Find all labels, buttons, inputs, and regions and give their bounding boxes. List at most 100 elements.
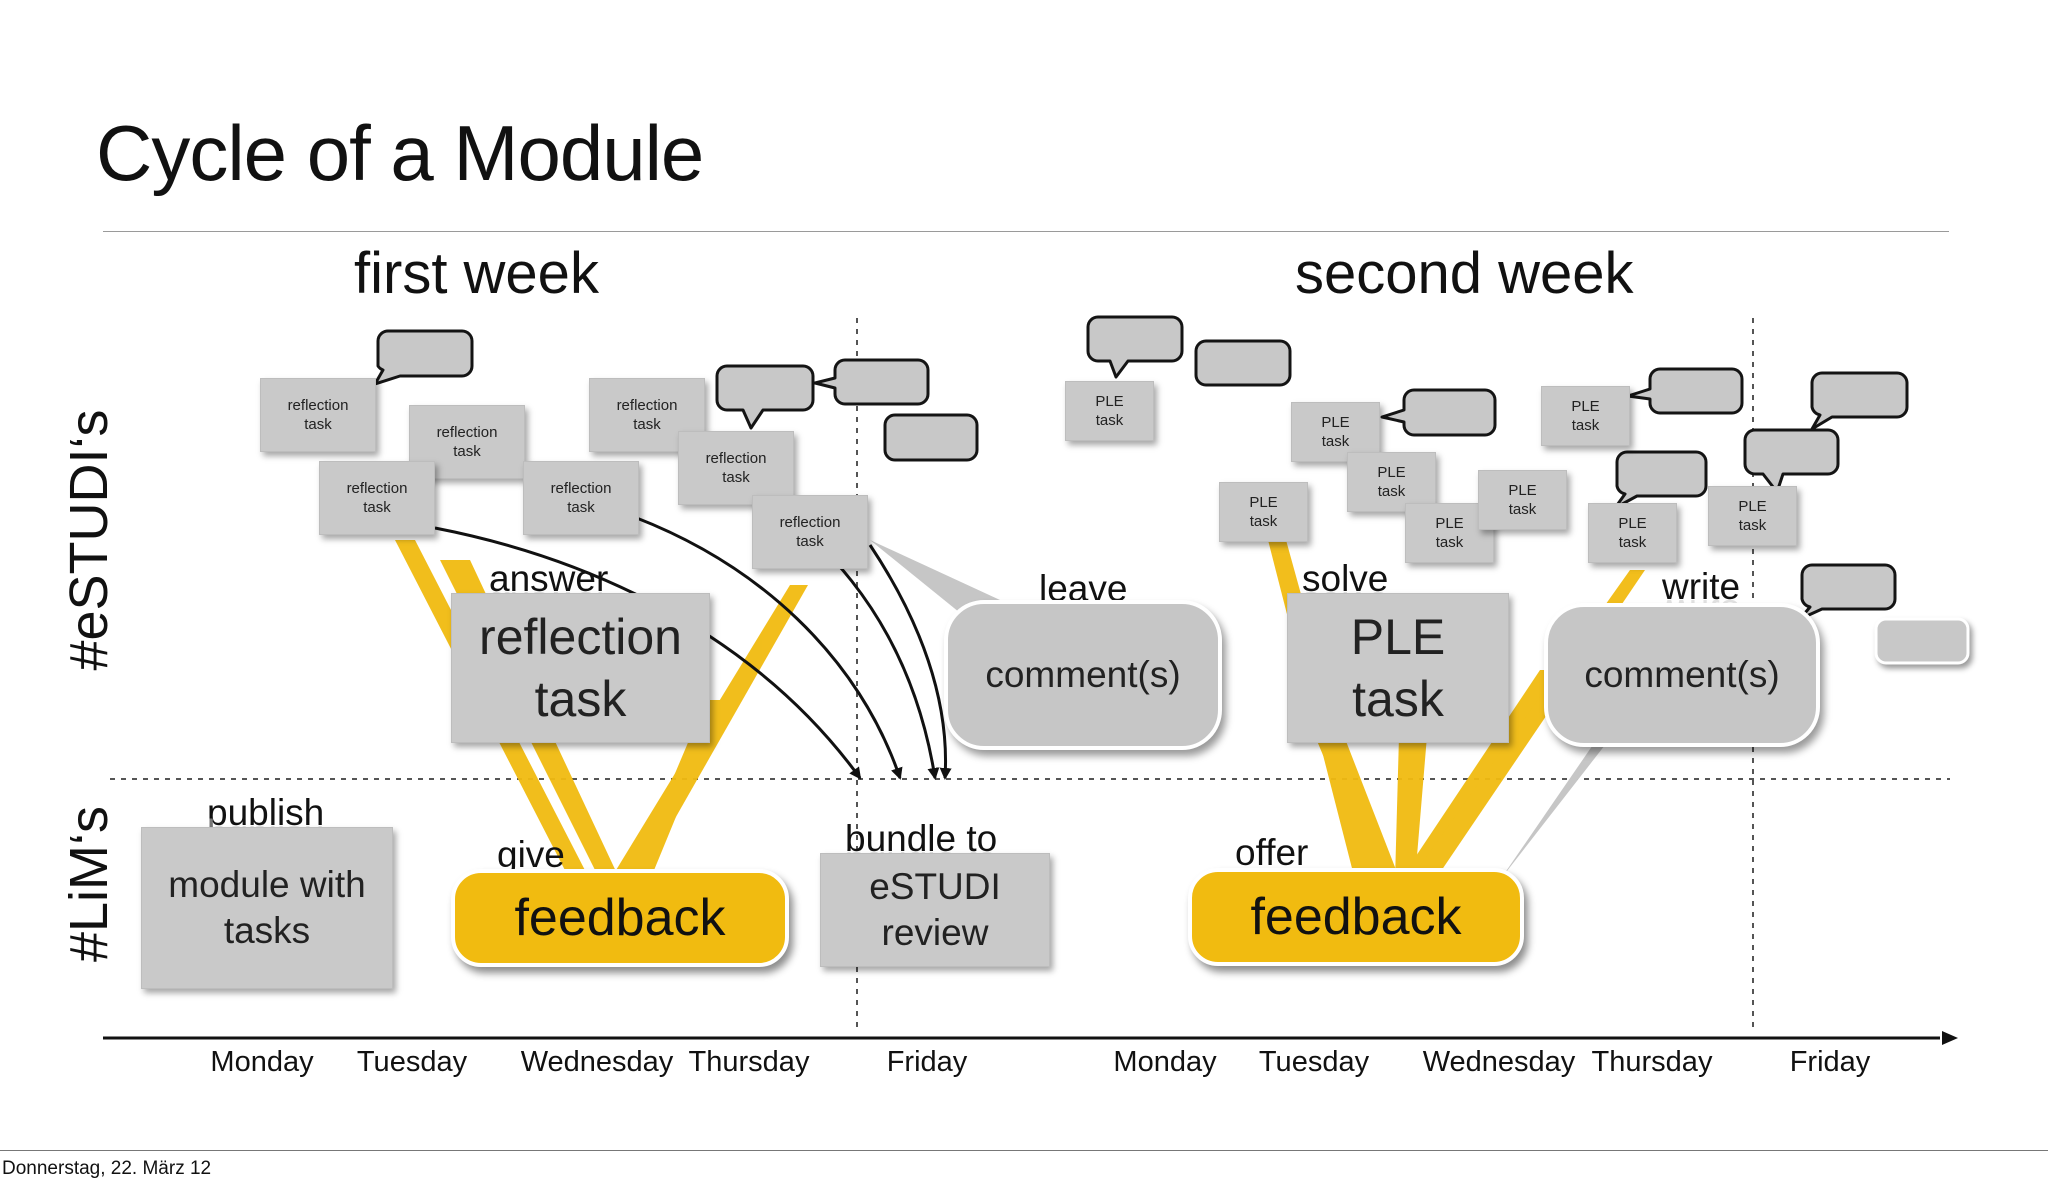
footer-date: Donnerstag, 22. März 12	[2, 1158, 212, 1179]
reflection-task-note: reflection task	[523, 461, 639, 535]
step-verb-write: write	[1662, 566, 1741, 607]
day-label: Friday	[1789, 1046, 1871, 1078]
curved-arrow	[614, 508, 903, 780]
step-verb-give: give	[497, 834, 565, 875]
ple-task-note: PLE task	[1541, 386, 1630, 446]
curved-arrow	[868, 544, 952, 780]
day-label: Tuesday	[356, 1046, 468, 1078]
speech-bubble	[1194, 339, 1292, 387]
card-line: PLE	[1350, 609, 1446, 665]
card-line: review	[881, 912, 989, 953]
speech-bubble	[813, 358, 930, 406]
feedback-box-week2: feedback	[1188, 868, 1524, 966]
card-line: eSTUDI	[869, 866, 1001, 907]
note-line: task	[1618, 534, 1647, 551]
ple-task-note: PLE task	[1065, 381, 1154, 441]
second-week-heading: second week	[1295, 241, 1634, 306]
day-label: Monday	[210, 1046, 314, 1078]
card-line: task	[534, 671, 627, 727]
ple-task-card: PLE task	[1287, 593, 1509, 743]
card-line: task	[1352, 671, 1444, 727]
day-label: Friday	[886, 1046, 968, 1078]
day-label: Thursday	[688, 1046, 810, 1078]
reflection-task-card: reflection task	[451, 593, 710, 743]
note-line: PLE	[1618, 515, 1647, 532]
note-line: task	[363, 499, 391, 516]
footer-divider	[0, 1150, 2048, 1151]
slide-title: Cycle of a Module	[96, 109, 704, 197]
note-line: task	[1321, 433, 1350, 450]
note-line: reflection	[779, 514, 841, 531]
card-line: module with	[168, 864, 366, 905]
module-with-tasks-card: module with tasks	[141, 827, 393, 989]
card-line: reflection	[479, 609, 682, 665]
note-line: task	[633, 416, 661, 433]
speech-bubble	[1086, 315, 1184, 379]
note-line: task	[1508, 501, 1537, 518]
day-label: Tuesday	[1258, 1046, 1370, 1078]
note-line: task	[1095, 412, 1124, 429]
reflection-task-note: reflection task	[678, 431, 794, 505]
yellow-beam	[1300, 700, 1400, 880]
reflection-task-note: reflection task	[319, 461, 435, 535]
estudi-review-card: eSTUDI review	[820, 853, 1050, 967]
note-line: PLE	[1435, 515, 1464, 532]
speech-bubble	[1743, 428, 1840, 494]
title-divider	[103, 231, 1949, 232]
ple-task-note: PLE task	[1219, 482, 1308, 542]
time-axis-arrowhead	[1942, 1031, 1958, 1045]
note-line: task	[722, 469, 750, 486]
note-line: task	[453, 443, 481, 460]
note-line: PLE	[1321, 414, 1350, 431]
speech-bubble	[1810, 371, 1909, 431]
note-line: task	[796, 533, 824, 550]
note-line: PLE	[1508, 482, 1537, 499]
note-line: task	[1377, 483, 1406, 500]
step-verb-answer: answer	[489, 558, 609, 599]
note-line: reflection	[287, 397, 349, 414]
reflection-task-note: reflection task	[260, 378, 376, 452]
note-line: reflection	[346, 480, 408, 497]
ple-task-note: PLE task	[1347, 452, 1436, 512]
note-line: task	[567, 499, 595, 516]
speech-bubble	[1626, 367, 1744, 415]
speech-bubble	[1613, 450, 1708, 510]
speech-bubble	[1380, 388, 1497, 437]
speech-bubble	[715, 364, 815, 430]
step-verb-publish: publish	[207, 792, 325, 833]
day-label: Monday	[1113, 1046, 1217, 1078]
note-line: reflection	[550, 480, 612, 497]
step-verb-bundle-to: bundle to	[845, 818, 998, 859]
note-line: reflection	[436, 424, 498, 441]
note-line: PLE	[1571, 398, 1600, 415]
ple-task-note: PLE task	[1588, 503, 1677, 563]
speech-bubble	[883, 413, 979, 462]
comments-bubble-week2: comment(s)	[1544, 603, 1820, 747]
note-line: task	[1249, 513, 1278, 530]
comments-bubble-week1: comment(s)	[944, 600, 1222, 750]
reflection-task-note: reflection task	[752, 495, 868, 569]
speech-bubble	[1798, 563, 1897, 621]
yellow-beam	[1395, 700, 1430, 880]
note-line: PLE	[1738, 498, 1767, 515]
note-line: PLE	[1095, 393, 1124, 410]
yellow-beam	[630, 700, 724, 880]
feedback-box-week1: feedback	[451, 869, 789, 967]
note-line: PLE	[1377, 464, 1406, 481]
note-line: task	[304, 416, 332, 433]
note-line: task	[1571, 417, 1600, 434]
day-label: Wednesday	[1422, 1046, 1576, 1078]
note-line: PLE	[1249, 494, 1278, 511]
note-line: reflection	[705, 450, 767, 467]
ple-task-note: PLE task	[1478, 470, 1567, 530]
step-verb-offer: offer	[1235, 832, 1309, 873]
card-line: tasks	[223, 910, 311, 951]
note-line: task	[1435, 534, 1464, 551]
step-verb-solve: solve	[1302, 558, 1389, 599]
first-week-heading: first week	[354, 241, 599, 306]
speech-bubble	[1874, 617, 1970, 665]
day-label: Wednesday	[520, 1046, 674, 1078]
note-line: reflection	[616, 397, 678, 414]
